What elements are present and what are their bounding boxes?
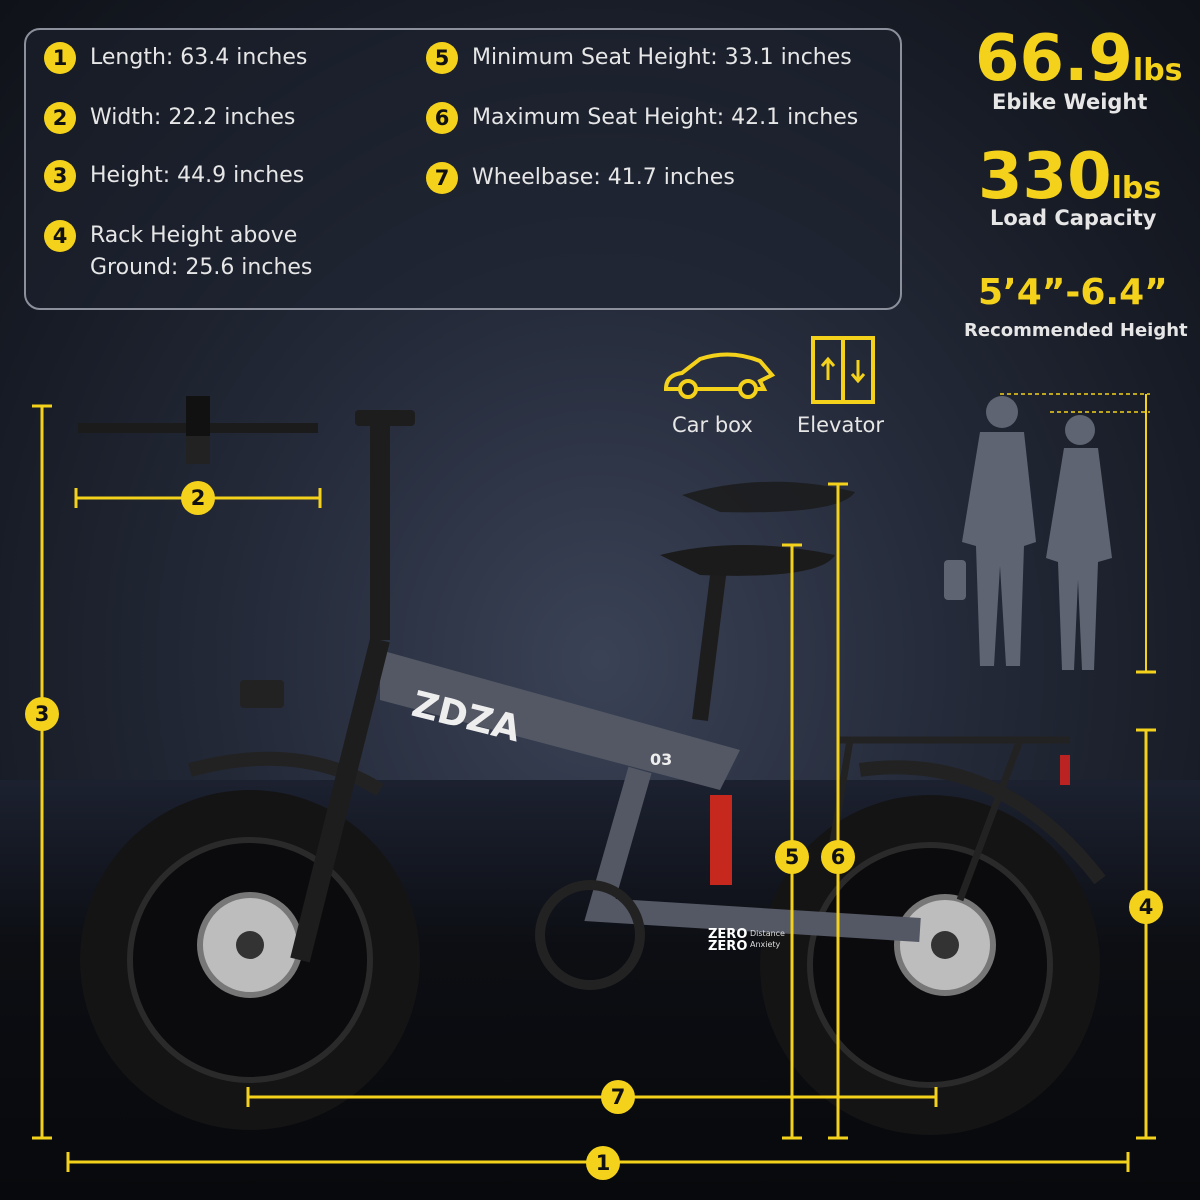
spec-label: Wheelbase: 41.7 inches: [472, 165, 735, 190]
number-badge: 1: [44, 42, 76, 74]
spec-label: Ground: 25.6 inches: [90, 255, 313, 280]
elevator-icon: [811, 336, 875, 404]
dimension-marker-1: 1: [586, 1146, 620, 1180]
dimension-marker-6: 6: [821, 840, 855, 874]
dimension-marker-3: 3: [25, 697, 59, 731]
spec-label: Length: 63.4 inches: [90, 45, 308, 70]
dimension-marker-5: 5: [775, 840, 809, 874]
spec-length: 1 Length: 63.4 inches: [44, 42, 307, 74]
spec-box: 1 Length: 63.4 inches 2 Width: 22.2 inches…: [24, 28, 902, 310]
spec-width: 2 Width: 22.2 inches: [44, 102, 295, 134]
spec-max-seat: 6 Maximum Seat Height: 42.1 inches: [426, 102, 858, 134]
spec-label: Maximum Seat Height: 42.1 inches: [472, 105, 859, 130]
number-badge: 6: [426, 102, 458, 134]
spec-label: Rack Height above: [90, 223, 298, 248]
tagline-zero: ZERO: [708, 927, 747, 942]
load-value: 330: [978, 140, 1112, 214]
bike-model: 03: [650, 750, 672, 769]
spec-height: 3 Height: 44.9 inches: [44, 160, 304, 192]
number-badge: 3: [44, 160, 76, 192]
tagline-zero: ZERO: [708, 939, 747, 954]
car-icon: [663, 352, 776, 399]
number-badge: 7: [426, 162, 458, 194]
spec-min-seat: 5 Minimum Seat Height: 33.1 inches: [426, 42, 852, 74]
elevator-label: Elevator: [797, 413, 885, 437]
number-badge: 2: [44, 102, 76, 134]
dimension-marker-2: 2: [181, 481, 215, 515]
weight-stat: 66.9lbs: [975, 22, 1183, 96]
dimension-marker-7: 7: [601, 1080, 635, 1114]
number-badge: 5: [426, 42, 458, 74]
load-label: Load Capacity: [990, 206, 1157, 230]
tagline-distance: Distance: [750, 929, 785, 938]
weight-unit: lbs: [1132, 53, 1183, 88]
spec-label: Width: 22.2 inches: [90, 105, 296, 130]
spec-wheelbase: 7 Wheelbase: 41.7 inches: [426, 162, 735, 194]
car-box-label: Car box: [672, 413, 753, 437]
spec-label: Minimum Seat Height: 33.1 inches: [472, 45, 852, 70]
spec-label: Height: 44.9 inches: [90, 163, 305, 188]
number-badge: 4: [44, 220, 76, 252]
rear-wheel: [760, 795, 1100, 1135]
tagline-anxiety: Anxiety: [750, 940, 781, 949]
load-stat: 330lbs: [978, 140, 1161, 214]
rec-height-label: Recommended Height: [964, 320, 1188, 341]
people-silhouette-icon: [944, 393, 1156, 674]
weight-value: 66.9: [975, 22, 1133, 96]
front-wheel: [80, 790, 420, 1130]
weight-label: Ebike Weight: [992, 90, 1148, 114]
load-unit: lbs: [1111, 171, 1162, 206]
dimension-marker-4: 4: [1129, 890, 1163, 924]
rec-height-value: 5’4”-6.4”: [978, 272, 1168, 313]
